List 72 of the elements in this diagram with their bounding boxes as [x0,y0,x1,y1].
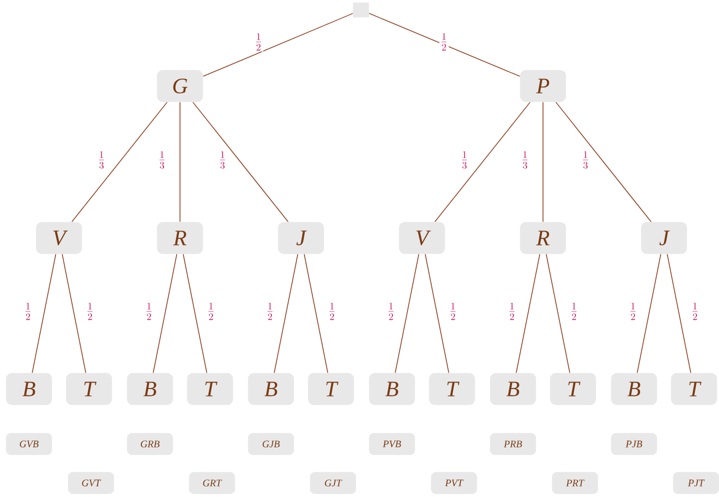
branch-box: B [369,372,415,405]
branch-line [368,13,520,77]
branch-line [202,13,354,77]
branch-line [542,102,544,222]
branch-line [434,102,531,222]
branch-box: J [641,222,687,254]
branch-line [304,254,328,374]
branch-line [152,254,178,374]
branch-line [636,254,662,374]
branch-box: B [490,372,536,405]
edge-label: $\frac{1}{2}$ [144,302,154,322]
branch-box: P [520,70,566,102]
edge-label: $\frac{1}{2}$ [507,302,517,322]
branch-box: B [127,372,173,405]
branch-line [32,254,56,374]
branch-box: T [308,372,354,405]
branch-line [555,102,652,222]
branch-box: V [399,222,445,254]
outcome-box: PJT [673,472,719,494]
branch-line [72,102,168,222]
branch-box: R [157,222,203,254]
outcome-box: PJB [611,432,657,455]
outcome-box: PVT [431,472,477,494]
branch-line [516,254,540,374]
outcome-box: GVT [68,472,114,494]
branch-box: B [6,372,52,405]
branch-line [182,254,208,374]
edge-label: $\frac{1}{3}$ [157,150,167,170]
branch-box: J [278,222,324,254]
edge-label: $\frac{1}{2}$ [265,302,275,322]
edge-label: $\frac{1}{2}$ [206,302,216,322]
edge-label: $\frac{1}{3}$ [460,150,470,170]
outcome-box: PVB [369,432,415,455]
outcome-box: PRB [490,432,536,455]
edge-label: $\frac{1}{3}$ [218,150,228,170]
outcome-box: PRT [552,472,598,494]
edge-label: $\frac{1}{3}$ [96,150,106,170]
branch-box: B [248,372,294,405]
branch-box: T [550,372,596,405]
branch-box: R [520,222,566,254]
edge-label: $\frac{1}{2}$ [628,302,638,322]
edge-label: $\frac{1}{2}$ [439,32,449,52]
branch-line [274,254,298,374]
edge-label: $\frac{1}{2}$ [569,302,579,322]
edge-label: $\frac{1}{2}$ [386,302,396,322]
branch-line [666,254,692,374]
edge-label: $\frac{1}{2}$ [448,302,458,322]
outcome-box: GRT [189,472,235,494]
branch-line [546,254,570,374]
branch-line [62,254,86,374]
edge-label: $\frac{1}{2}$ [23,302,33,322]
branch-line [424,254,450,374]
branch-box: G [157,70,203,102]
edge-label: $\frac{1}{2}$ [85,302,95,322]
outcome-box: GRB [127,432,173,455]
branch-box: V [36,222,82,254]
branch-box: T [671,372,717,405]
branch-box: B [611,372,657,405]
root-box [353,2,369,18]
branch-line [192,102,289,222]
outcome-box: GJB [248,432,294,455]
branch-box: T [429,372,475,405]
outcome-box: GJT [310,472,356,494]
edge-label: $\frac{1}{2}$ [327,302,337,322]
outcome-box: GVB [6,432,52,455]
edge-label: $\frac{1}{3}$ [520,150,530,170]
branch-line [394,254,420,374]
branch-box: T [187,372,233,405]
branch-box: T [66,372,112,405]
edge-label: $\frac{1}{2}$ [254,32,264,52]
edge-label: $\frac{1}{2}$ [690,302,700,322]
edge-label: $\frac{1}{3}$ [580,150,590,170]
